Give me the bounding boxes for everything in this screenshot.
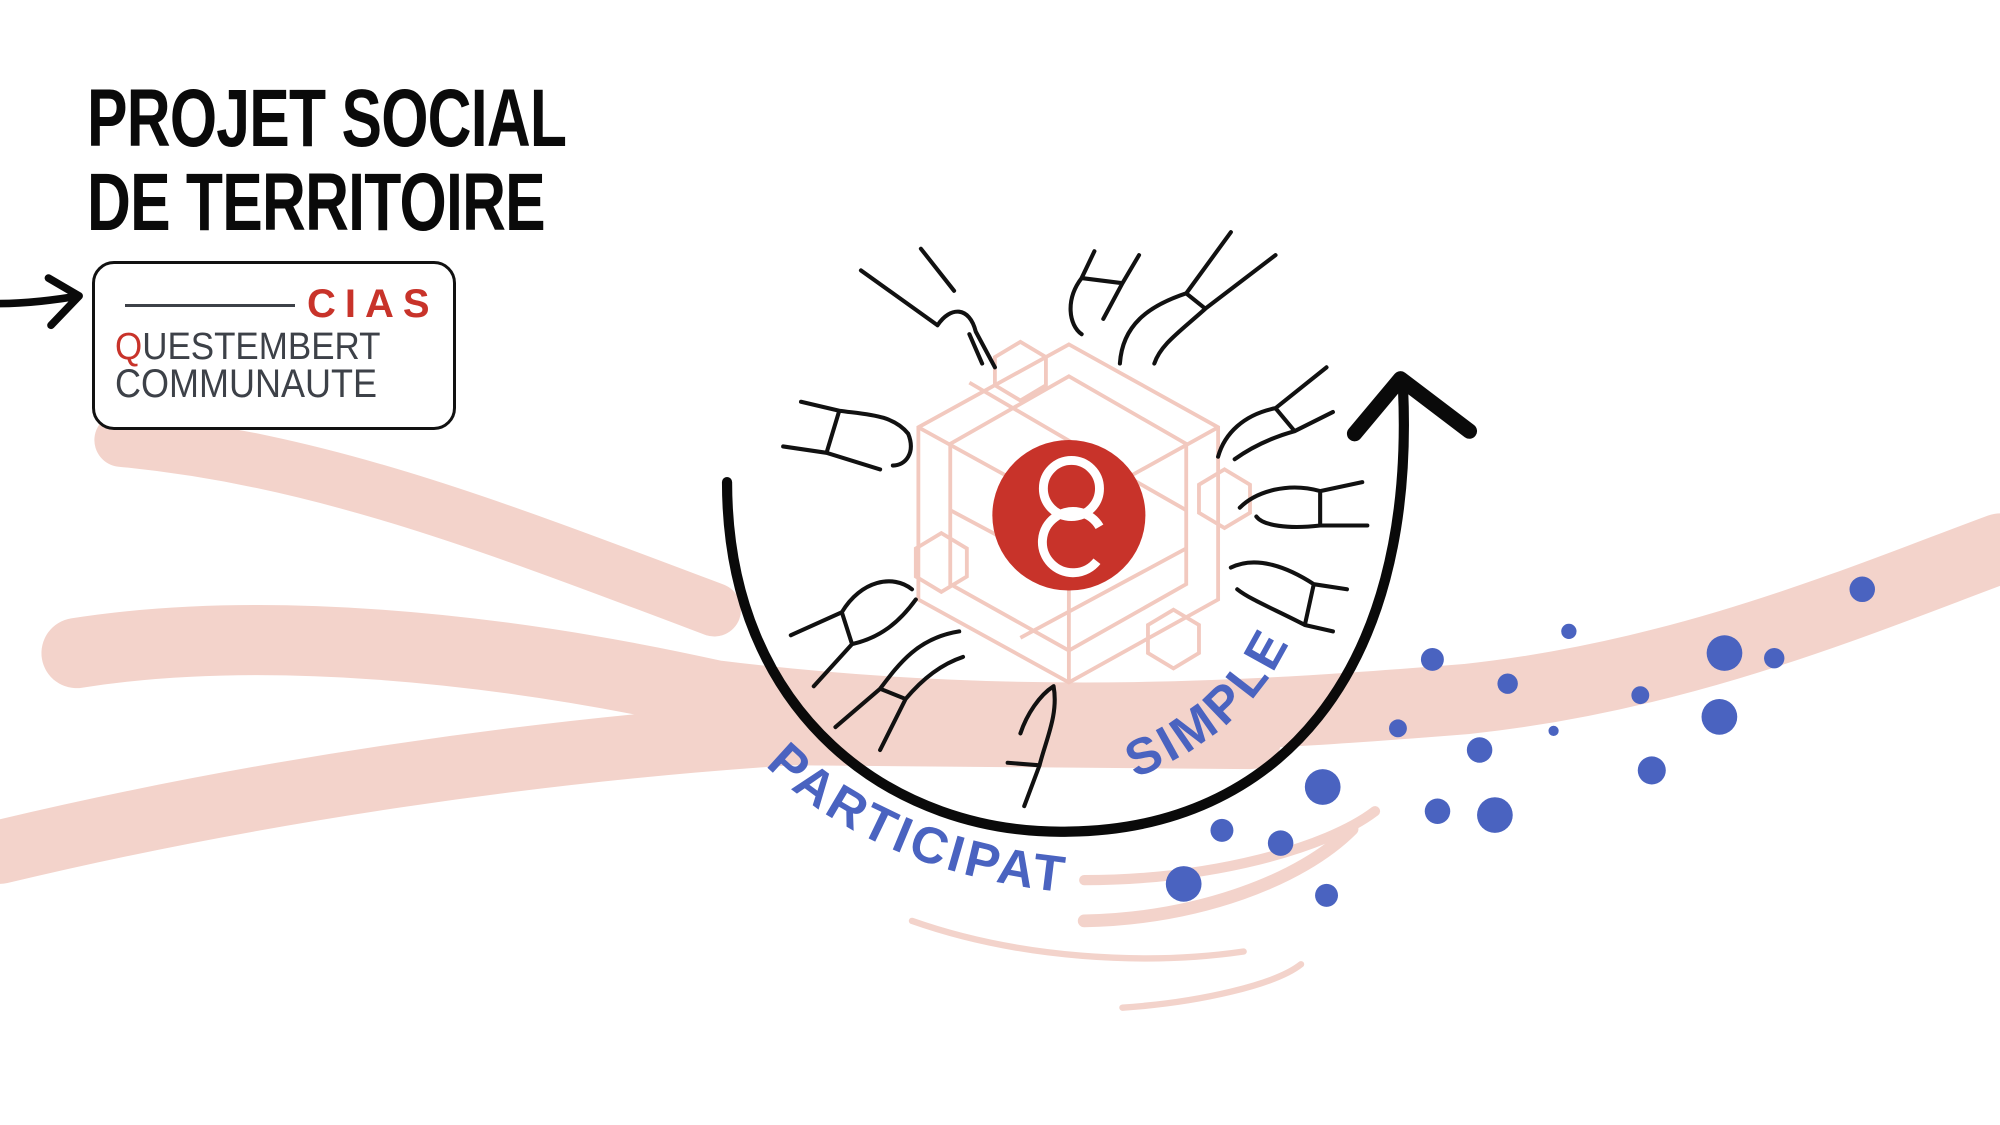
hands-drawing xyxy=(781,230,1370,809)
cycle-arrow-icon xyxy=(721,371,1478,837)
cias-logo: CIAS QUESTEMBERT COMMUNAUTE xyxy=(92,261,456,430)
scaffold-structure-icon xyxy=(913,339,1252,685)
blue-dots xyxy=(1165,576,1875,907)
logo-cias-text: CIAS xyxy=(307,282,439,326)
page-title-line-1: PROJET SOCIAL xyxy=(87,73,567,164)
logo-questembert-text: QUESTEMBERT xyxy=(115,326,381,368)
logo-divider xyxy=(125,304,295,307)
pink-brush-strokes xyxy=(0,413,2000,1011)
logo-communaute-text: COMMUNAUTE xyxy=(115,362,377,406)
page-title-line-2: DE TERRITOIRE xyxy=(87,157,546,248)
questembert-emblem-icon xyxy=(992,440,1146,591)
pointer-arrow-icon xyxy=(0,274,83,330)
